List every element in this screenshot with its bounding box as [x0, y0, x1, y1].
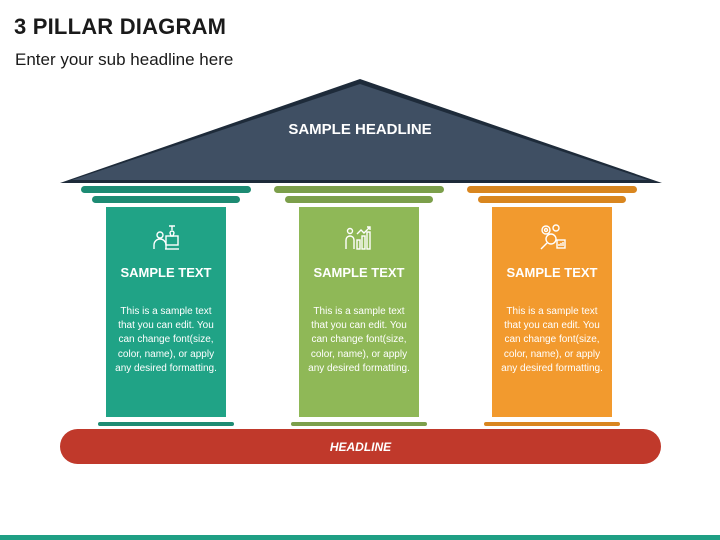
- pillar-3-foot: [484, 422, 620, 426]
- pillar-2-foot: [291, 422, 427, 426]
- base-headline: HEADLINE: [60, 429, 661, 464]
- footer-bar: [0, 535, 720, 540]
- roof-headline: SAMPLE HEADLINE: [288, 121, 432, 138]
- pillar-2: SAMPLE TEXT This is a sample text that y…: [299, 207, 419, 417]
- growth-chart-team-icon: [345, 226, 371, 250]
- pillar-2-cap-bottom: [285, 196, 433, 203]
- pillar-3-cap-top: [467, 186, 637, 193]
- pillar-3-cap-bottom: [478, 196, 626, 203]
- roof-triangle: [72, 84, 648, 180]
- pillar-3-body: This is a sample text that you can edit.…: [501, 306, 603, 374]
- pillar-2-body: This is a sample text that you can edit.…: [308, 306, 410, 374]
- pillar-1: SAMPLE TEXT This is a sample text that y…: [106, 207, 226, 417]
- pillar-1-body: This is a sample text that you can edit.…: [115, 306, 217, 374]
- presenter-chess-icon: [153, 225, 179, 250]
- pillar-2-title: SAMPLE TEXT: [313, 265, 405, 280]
- pillar-1-foot: [98, 422, 234, 426]
- page-subtitle: Enter your sub headline here: [15, 50, 234, 69]
- pillar-1-cap-top: [81, 186, 251, 193]
- analysis-gears-icon: [540, 224, 566, 250]
- pillar-2-cap-top: [274, 186, 444, 193]
- page-title: 3 PILLAR DIAGRAM: [14, 14, 227, 39]
- pillar-3: SAMPLE TEXT This is a sample text that y…: [492, 207, 612, 417]
- pillar-1-title: SAMPLE TEXT: [120, 265, 212, 280]
- pillar-1-cap-bottom: [92, 196, 240, 203]
- pillar-3-title: SAMPLE TEXT: [506, 265, 598, 280]
